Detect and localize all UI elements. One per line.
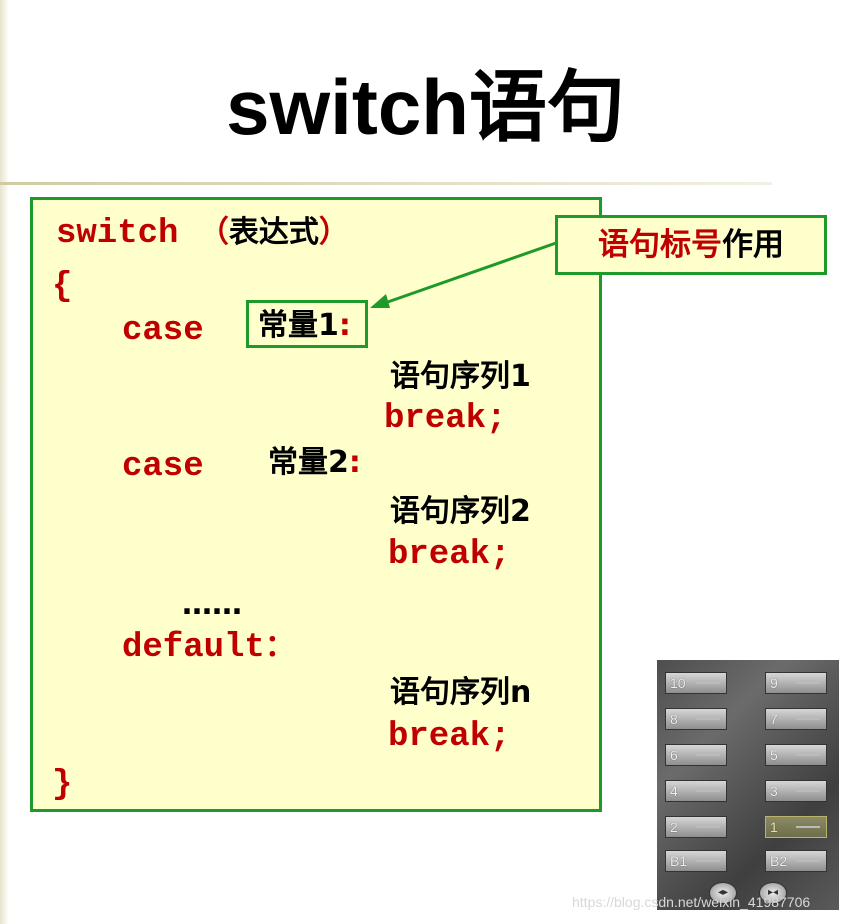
elevator-button-7: 7 [765,708,827,730]
case2-label-text: 常量2 [268,445,349,480]
button-tick [696,826,720,828]
title-divider [0,182,772,185]
elevator-button-3: 3 [765,780,827,802]
case2-label: 常量2: [268,444,361,482]
case1-colon: : [338,308,351,343]
elevator-button-5: 5 [765,744,827,766]
button-tick [796,718,820,720]
slide-title: switch语句 [226,63,625,151]
button-tick [796,754,820,756]
break-2: break; [388,536,511,574]
elevator-button-4: 4 [665,780,727,802]
button-tick [696,682,720,684]
elevator-button-2: 2 [665,816,727,838]
button-tick [796,790,820,792]
case1-label: 常量1: [258,307,351,345]
switch-expression: 表达式 [228,215,319,250]
elevator-button-6: 6 [665,744,727,766]
break-1: break; [384,400,507,438]
watermark: https://blog.csdn.net/weixin_41987706 [572,894,811,910]
elevator-button-B1: B1 [665,850,727,872]
callout-highlight: 语句标号 [598,227,722,263]
button-tick [796,826,820,828]
button-tick [696,754,720,756]
break-n: break; [388,718,511,756]
elevator-button-B2: B2 [765,850,827,872]
callout-label-purpose: 语句标号作用 [555,215,827,275]
statement-seq-2: 语句序列2 [390,494,531,529]
case2-colon: : [348,445,361,480]
elevator-button-10: 10 [665,672,727,694]
default-keyword: default [122,629,265,667]
paren-close: ） [318,215,349,250]
statement-seq-1: 语句序列1 [390,359,531,394]
button-tick [696,860,720,862]
slide-left-edge [0,0,9,924]
button-tick [796,860,820,862]
code-line-switch: switch （表达式） [56,214,349,253]
code-box [30,197,602,812]
paren-open: （ [198,215,229,250]
brace-close: } [52,766,73,804]
elevator-button-8: 8 [665,708,727,730]
elevator-button-1: 1 [765,816,827,838]
brace-open: { [52,268,73,306]
default-colon: ： [264,629,295,664]
door-close-icon: ▸◂ [759,882,787,904]
code-ellipsis: …… [182,587,242,622]
case1-keyword: case [122,312,204,350]
label-highlight-box [246,300,368,348]
callout-text: 作用 [722,227,784,263]
button-tick [696,790,720,792]
callout-arrow-icon [370,241,557,308]
elevator-button-9: 9 [765,672,827,694]
case1-label-text: 常量1 [258,308,339,343]
switch-keyword: switch [56,215,179,253]
button-tick [696,718,720,720]
button-tick [796,682,820,684]
case2-keyword: case [122,448,204,486]
default-line: default： [122,628,295,667]
door-open-icon: ◂▸ [709,882,737,904]
statement-seq-n: 语句序列n [390,675,532,710]
